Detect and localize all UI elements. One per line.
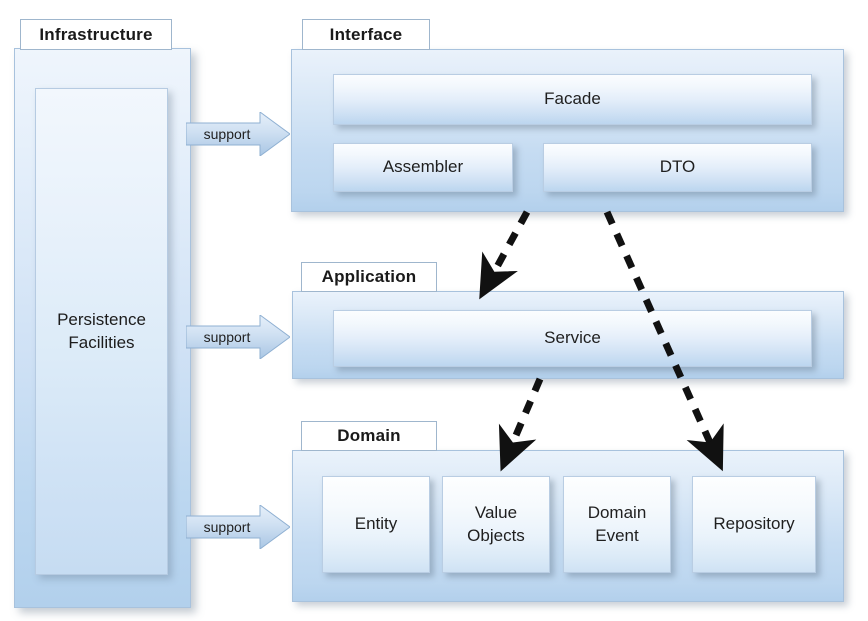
assembler-label: Assembler (382, 157, 464, 177)
support-arrow-application-icon (185, 314, 291, 360)
connector-service-to-value-objects (498, 377, 544, 472)
domain-event-label-line1: Domain (587, 503, 647, 523)
service-label: Service (544, 328, 601, 348)
value-objects-label-line2: Objects (467, 525, 525, 545)
service-box: Service (333, 310, 812, 367)
support-arrow-interface: support (185, 111, 291, 157)
domain-event-box: Domain Event (563, 476, 671, 573)
value-objects-box: Value Objects (442, 476, 550, 573)
application-tab: Application (301, 262, 437, 292)
value-objects-label: Value Objects (467, 502, 525, 546)
support-arrow-application: support (185, 314, 291, 360)
entity-box: Entity (322, 476, 430, 573)
infrastructure-tab-label: Infrastructure (39, 24, 153, 44)
dto-label: DTO (659, 157, 696, 177)
entity-label: Entity (354, 514, 398, 534)
value-objects-label-line1: Value (474, 503, 518, 523)
connector-facade-to-service (479, 210, 531, 300)
repository-box: Repository (692, 476, 816, 573)
domain-event-label-line2: Event (595, 525, 639, 545)
persistence-facilities-label-line2: Facilities (68, 332, 135, 352)
support-arrow-interface-icon (185, 111, 291, 157)
facade-box: Facade (333, 74, 812, 125)
persistence-facilities-label: Persistence Facilities (57, 309, 146, 355)
application-tab-label: Application (321, 267, 417, 286)
interface-tab-label: Interface (329, 24, 403, 44)
infrastructure-tab: Infrastructure (20, 19, 172, 50)
facade-label: Facade (544, 89, 601, 109)
assembler-box: Assembler (333, 143, 513, 192)
domain-event-label: Domain Event (588, 502, 647, 546)
support-arrow-domain-icon (185, 504, 291, 550)
domain-tab-label: Domain (337, 426, 401, 445)
persistence-facilities-label-line1: Persistence (57, 309, 146, 329)
persistence-facilities-box: Persistence Facilities (35, 88, 168, 575)
domain-tab: Domain (301, 421, 437, 451)
support-arrow-domain: support (185, 504, 291, 550)
repository-label: Repository (713, 514, 795, 534)
interface-tab: Interface (302, 19, 430, 50)
dto-box: DTO (543, 143, 812, 192)
